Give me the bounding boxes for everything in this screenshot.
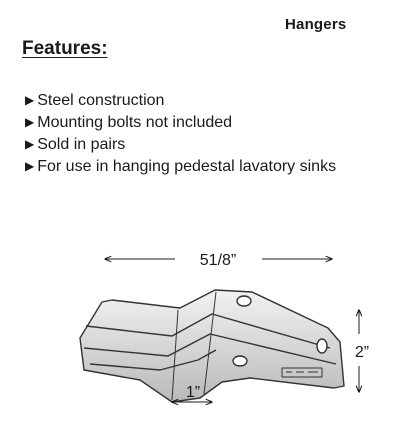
height-dimension-label: 2” [355, 344, 369, 361]
list-item: ▶Sold in pairs [25, 134, 336, 156]
width-dimension-label: 51/8” [200, 252, 236, 269]
right-triangle-icon: ▶ [25, 159, 35, 173]
list-item: ▶Steel construction [25, 90, 336, 112]
hanger-bracket-icon [79, 289, 345, 403]
depth-dimension-label: 1” [186, 384, 200, 401]
list-item: ▶Mounting bolts not included [25, 112, 336, 134]
feature-text: For use in hanging pedestal lavatory sin… [37, 158, 337, 175]
feature-text: Mounting bolts not included [37, 114, 233, 131]
feature-text: Sold in pairs [37, 136, 126, 153]
right-triangle-icon: ▶ [25, 115, 35, 129]
right-triangle-icon: ▶ [25, 93, 35, 107]
right-triangle-icon: ▶ [25, 137, 35, 151]
features-list: ▶Steel construction ▶Mounting bolts not … [25, 90, 336, 178]
hanger-diagram: 51/8” 2” 1” [79, 252, 369, 428]
page-title: Hangers [285, 16, 347, 33]
features-heading: Features: [22, 38, 108, 59]
feature-text: Steel construction [37, 92, 165, 109]
list-item: ▶For use in hanging pedestal lavatory si… [25, 156, 336, 178]
